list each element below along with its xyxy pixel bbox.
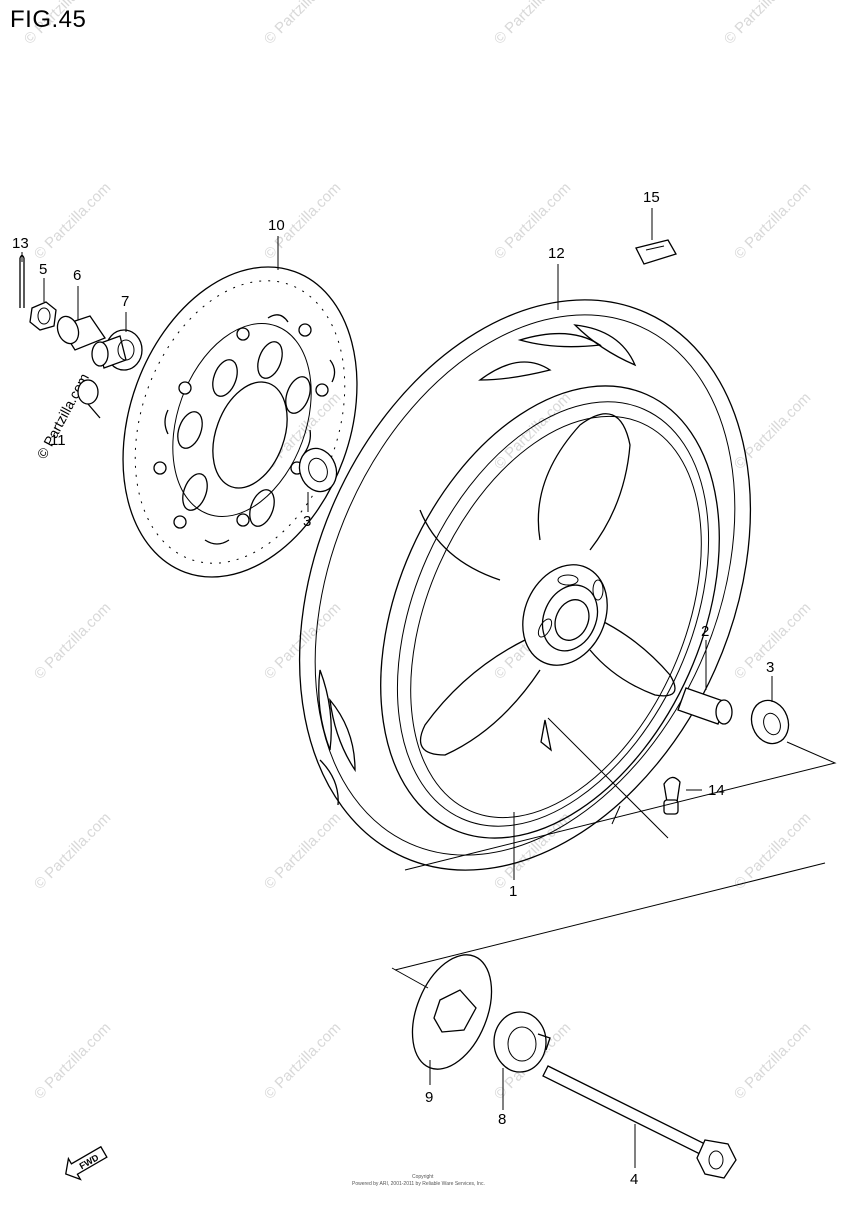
callout-15: 13	[12, 235, 29, 252]
cotter-pin	[19, 254, 25, 308]
watermark-layer: © Partzilla.com © Partzilla.com © Partzi…	[21, 0, 814, 1103]
forward-arrow-icon	[65, 1145, 108, 1181]
valve-hole	[540, 719, 552, 752]
copyright-text: Powered by ARI, 2001-2011 by Reliable Wa…	[352, 1181, 485, 1187]
callout-13: 14	[708, 782, 725, 799]
watermark-text: © Partzilla.com	[31, 179, 114, 262]
tire-tread	[318, 324, 637, 806]
callout-14: 15	[643, 189, 660, 206]
watermark-text: © Partzilla.com	[261, 1019, 344, 1102]
disc-rivets	[153, 323, 329, 529]
watermark-text: © Partzilla.com	[261, 0, 344, 48]
callout-2: 2	[701, 623, 709, 640]
callout-11: 11	[50, 432, 66, 449]
copyright-footer: Copyright Powered by ARI, 2001-2011 by R…	[352, 1174, 485, 1187]
watermark-text: © Partzilla.com	[731, 179, 814, 262]
wheel-hub	[522, 564, 608, 666]
callout-labels: 13 5 6 7 11 10 3 12 15 2 3 14 1 9 8 4	[12, 189, 774, 1188]
callout-3-right: 3	[766, 659, 774, 676]
callout-7: 5	[39, 261, 47, 278]
watermark-text: © Partzilla.com	[31, 599, 114, 682]
bearing-spacer	[677, 687, 733, 725]
callout-4: 4	[630, 1171, 638, 1188]
watermark-text: © Partzilla.com	[731, 389, 814, 472]
front-axle	[542, 1065, 737, 1179]
watermark-text: © Partzilla.com	[31, 809, 114, 892]
wheel-tire-assembly	[298, 299, 752, 871]
watermark-text: © Partzilla.com	[491, 0, 574, 48]
disc-bolt	[77, 379, 101, 419]
callout-3-left: 3	[303, 513, 311, 530]
bearing-right	[750, 699, 790, 745]
callout-12: 12	[548, 245, 565, 262]
watermark-text: © Partzilla.com	[491, 809, 574, 892]
speedometer-gearbox	[493, 1011, 551, 1073]
balance-weight	[635, 239, 677, 265]
leader-lines	[21, 208, 773, 1168]
tire-valve	[663, 776, 681, 815]
callout-10: 10	[268, 217, 285, 234]
watermark-text: © Partzilla.com	[491, 389, 574, 472]
brake-disc	[122, 266, 358, 578]
fwd-badge: FWD	[65, 1145, 108, 1181]
callout-1: 1	[509, 883, 517, 900]
watermark-text: © Partzilla.com	[731, 1019, 814, 1102]
watermark-text: © Partzilla.com	[731, 809, 814, 892]
drive-plate	[411, 954, 493, 1070]
watermark-text: © Partzilla.com	[31, 1019, 114, 1102]
axle-nut	[29, 301, 57, 331]
spacer	[56, 315, 106, 351]
callout-5: 7	[121, 293, 129, 310]
bearing-left	[298, 447, 338, 493]
copyright-label: Copyright	[412, 1174, 434, 1180]
callout-9: 9	[425, 1089, 433, 1106]
watermark-text: © Partzilla.com	[721, 0, 804, 48]
figure-title: FIG.45	[10, 6, 87, 33]
callout-8: 8	[498, 1111, 506, 1128]
watermark-text: © Partzilla.com	[261, 809, 344, 892]
disc-lightening-holes	[177, 341, 311, 527]
callout-6: 6	[73, 267, 81, 284]
wheel-spokes	[419, 413, 676, 756]
collar	[91, 329, 143, 371]
